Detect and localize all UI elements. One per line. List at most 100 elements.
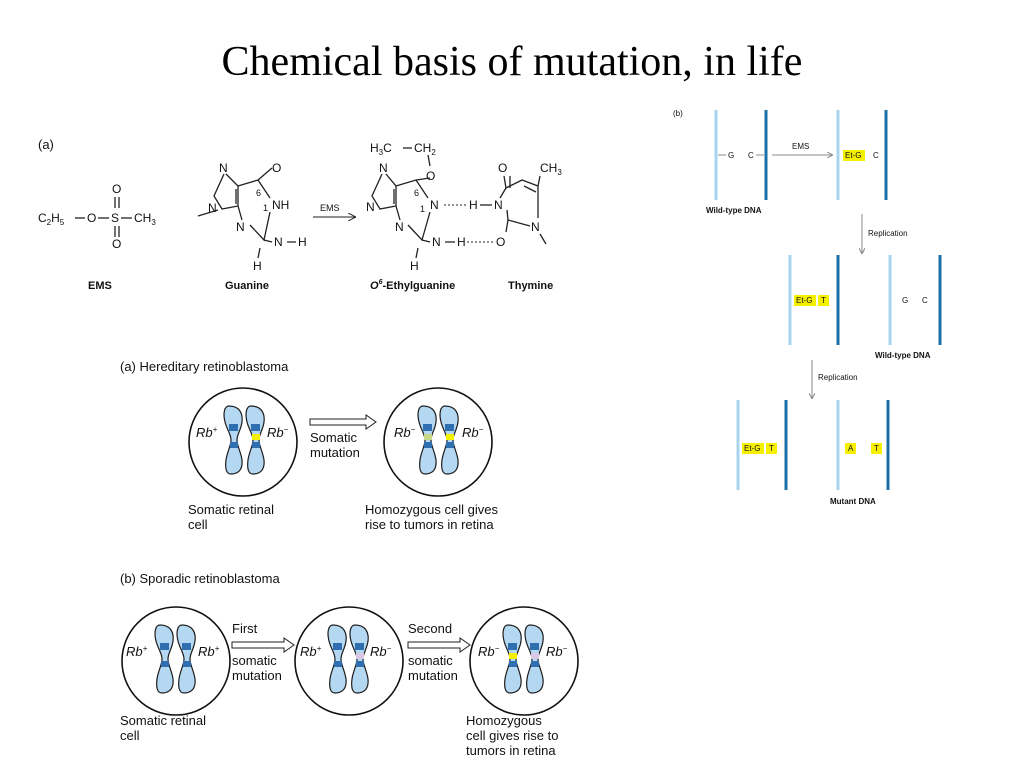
hereditary-cell-label-2: cell [188, 517, 208, 532]
base-g-2: G [902, 296, 908, 305]
hereditary-result-1: Homozygous cell gives [365, 502, 498, 517]
eg-amine-h2: H [410, 259, 419, 273]
rb-minus-3: Rb− [462, 425, 484, 440]
guanine-o: O [272, 161, 281, 175]
rb-plus-1: Rb+ [196, 425, 218, 440]
eg-h3c: H3C [370, 141, 392, 157]
somatic-label: Somatic [310, 430, 357, 445]
ems-arrow-b: EMS [772, 142, 832, 155]
eg-hbond-h: H [469, 198, 478, 212]
somatic-mutation-arrow: Somatic mutation [309, 414, 377, 460]
thymine-ch3: CH3 [540, 161, 562, 177]
sporadic-cell-1: Rb+ Rb+ [121, 606, 231, 716]
sp-rb-minus-2: Rb− [478, 644, 500, 659]
rb-minus-2: Rb− [394, 425, 416, 440]
hereditary-title: (a) Hereditary retinoblastoma [120, 359, 289, 374]
ems-ch3: CH3 [134, 211, 156, 227]
second-mutation-label: mutation [408, 668, 458, 683]
ems-treated-dna: Et-G C [836, 110, 888, 200]
base-etg: Et-G [845, 151, 861, 160]
ems-o-bottom: O [112, 237, 121, 251]
first-mutation-label: mutation [232, 668, 282, 683]
replication-label-1: Replication [868, 229, 908, 238]
panel-a-chemistry: (a) C2H5 O S CH3 O O EMS N N O 6 1 NH N [38, 137, 562, 292]
sporadic-result-2: cell gives rise to [466, 728, 558, 743]
sporadic-result-1: Homozygous [466, 713, 542, 728]
panel-a-label: (a) [38, 137, 54, 152]
eg-amine-n: N [432, 235, 441, 249]
ems-reaction-arrow: EMS [313, 203, 355, 217]
guanine-amine-n: N [274, 235, 283, 249]
sp-rb-plus-2: Rb+ [198, 644, 220, 659]
sp-rb-minus-3: Rb− [546, 644, 568, 659]
mutation-label: mutation [310, 445, 360, 460]
eg-n9: N [366, 200, 375, 214]
wild-type-label-1: Wild-type DNA [706, 206, 762, 215]
hereditary-result-2: rise to tumors in retina [365, 517, 494, 532]
ems-sulfur: S [111, 211, 119, 225]
sp-rb-plus-1: Rb+ [126, 644, 148, 659]
second-mutation-arrow: Second somatic mutation [407, 621, 471, 683]
sporadic-cell-3: Rb− Rb− [469, 606, 579, 716]
hereditary-cell-1: Rb+ Rb− [188, 387, 298, 497]
guanine-label: Guanine [225, 280, 269, 292]
wild-type-label-2: Wild-type DNA [875, 351, 931, 360]
guanine-n9: N [208, 201, 217, 215]
base-etg-2: Et-G [796, 296, 812, 305]
wild-type-dna-1: G C Wild-type DNA [706, 110, 768, 215]
base-c-3: C [922, 296, 928, 305]
replication-arrow-2: Replication [812, 360, 858, 398]
hereditary-retinoblastoma: (a) Hereditary retinoblastoma Rb+ Rb− So… [120, 359, 498, 532]
hereditary-cell-2: Rb− Rb− [383, 387, 493, 497]
replication-label-2: Replication [818, 373, 858, 382]
replication-arrow-1: Replication [862, 214, 908, 253]
ethylated-duplex: Et-G T [788, 255, 840, 345]
sporadic-cell-2: Rb+ Rb− [294, 606, 404, 716]
ems-label: EMS [88, 280, 112, 292]
sp-rb-minus-1: Rb− [370, 644, 392, 659]
base-g: G [728, 151, 734, 160]
reaction-label: EMS [320, 203, 340, 213]
second-somatic-label: somatic [408, 653, 453, 668]
thymine-n1: N [531, 220, 540, 234]
ems-o-top: O [112, 182, 121, 196]
ems-c2h5: C2H5 [38, 211, 65, 227]
wild-type-dna-2: G C Wild-type DNA [875, 255, 942, 360]
eg-ch2: CH2 [414, 141, 436, 157]
rb-minus-1: Rb− [267, 425, 289, 440]
guanine-molecule: N N O 6 1 NH N N H H Guanine [197, 161, 307, 292]
eg-num1: 1 [420, 204, 425, 214]
guanine-num1: 1 [263, 203, 268, 213]
ems-label-b: EMS [792, 142, 809, 151]
base-t-3: T [874, 444, 879, 453]
thymine-molecule: O CH3 N N O Thymine [494, 161, 562, 292]
eg-amine-h: H [457, 235, 466, 249]
first-somatic-label: somatic [232, 653, 277, 668]
base-a: A [848, 444, 854, 453]
thymine-o-top: O [498, 161, 507, 175]
thymine-n3: N [494, 198, 503, 212]
eg-num6: 6 [414, 188, 419, 198]
ethylguanine-label: O6-Ethylguanine [370, 279, 455, 292]
ems-molecule: C2H5 O S CH3 O O EMS [38, 182, 156, 292]
sporadic-result-3: tumors in retina [466, 743, 556, 758]
panel-b-label: (b) [673, 109, 683, 118]
guanine-amine-h: H [298, 235, 307, 249]
base-c-2: C [873, 151, 879, 160]
guanine-nh: NH [272, 198, 289, 212]
thymine-o-bottom: O [496, 235, 505, 249]
sporadic-title: (b) Sporadic retinoblastoma [120, 571, 280, 586]
guanine-amine-h2: H [253, 259, 262, 273]
thymine-label: Thymine [508, 280, 553, 292]
eg-n7: N [379, 161, 388, 175]
guanine-num6: 6 [256, 188, 261, 198]
eg-n3: N [395, 220, 404, 234]
base-c: C [748, 151, 754, 160]
sporadic-cell-label-1: Somatic retinal [120, 713, 206, 728]
mutant-dna-label: Mutant DNA [830, 497, 876, 506]
guanine-n7: N [219, 161, 228, 175]
slide-title: Chemical basis of mutation, in life [221, 39, 803, 85]
first-label: First [232, 621, 258, 636]
eg-n1: N [430, 198, 439, 212]
